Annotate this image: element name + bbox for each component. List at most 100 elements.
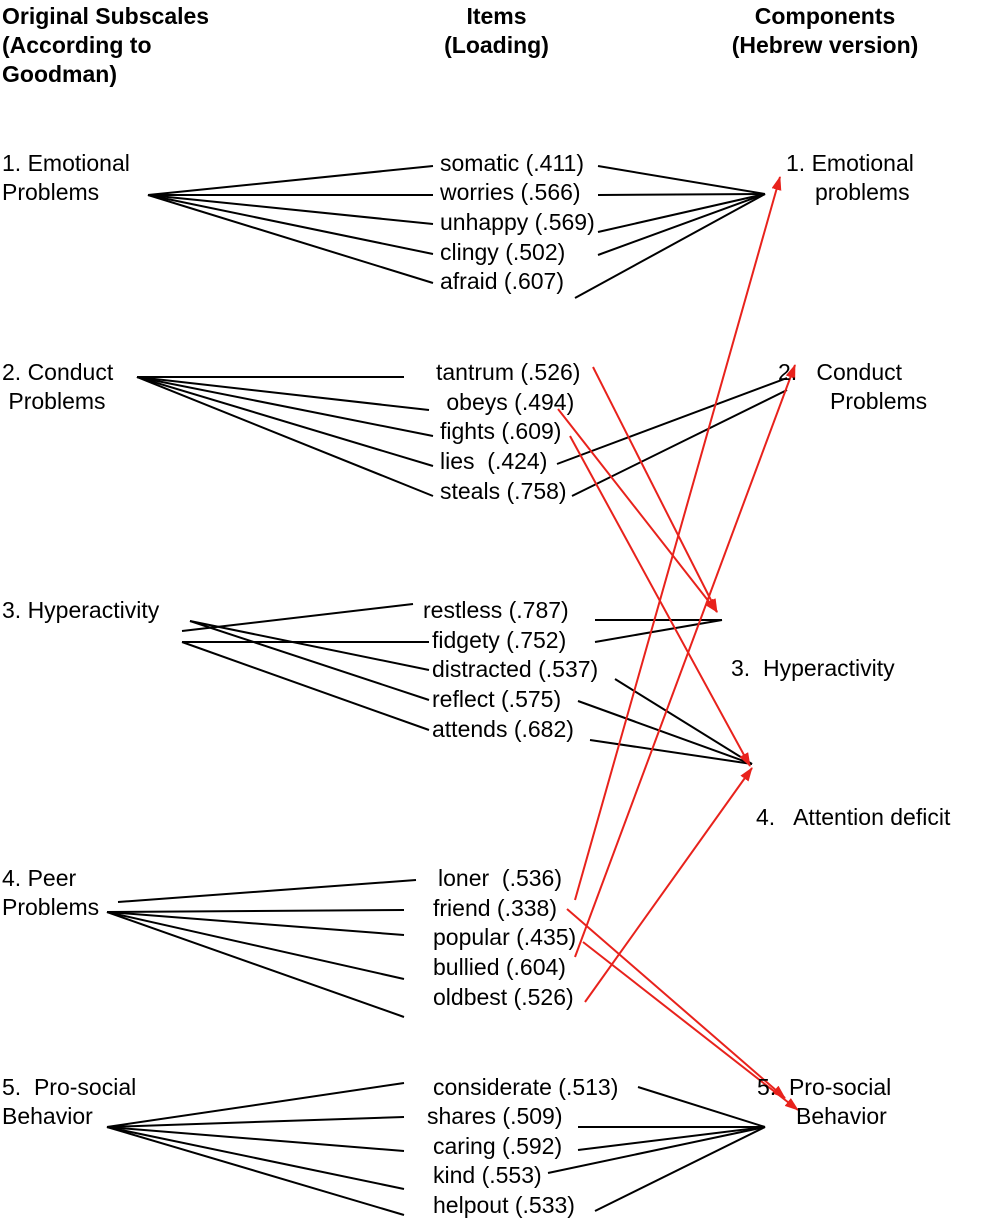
connector-line xyxy=(136,376,434,437)
component-label-line: 3. Hyperactivity xyxy=(731,655,895,681)
item-friend: friend (.338) xyxy=(433,895,558,921)
header-line: Items xyxy=(466,3,527,29)
connector-line xyxy=(614,678,753,765)
header-original-subscales: Original Subscales (According to Goodman… xyxy=(2,2,209,89)
item-loner: loner (.536) xyxy=(438,865,563,891)
cross-loading-arrow xyxy=(574,364,796,958)
header-line: Components xyxy=(754,3,896,29)
cross-loading-arrow xyxy=(574,176,782,901)
connector-line xyxy=(577,1126,766,1151)
subscale-prosocial-behavior: 5. Pro-social Behavior xyxy=(2,1073,136,1131)
item-considerate: considerate (.513) xyxy=(433,1074,619,1100)
cross-loading-arrow xyxy=(582,941,799,1111)
subscale-peer-problems: 4. Peer Problems xyxy=(2,864,99,922)
subscale-label-line: 2. Conduct xyxy=(2,359,114,385)
cross-loading-arrow xyxy=(557,408,718,613)
component-attention-deficit: 4. Attention deficit xyxy=(756,745,950,861)
connector-line xyxy=(594,619,723,643)
component-hyperactivity: 3. Hyperactivity xyxy=(731,596,895,712)
component-label-line: Problems xyxy=(830,388,928,414)
item-attends: attends (.682) xyxy=(432,716,574,742)
connector-line xyxy=(106,1116,405,1128)
connector-line xyxy=(597,193,766,233)
component-emotional-problems: 1. Emotional problems xyxy=(786,149,914,207)
item-restless: restless (.787) xyxy=(423,597,569,623)
item-fights: fights (.609) xyxy=(440,418,562,444)
subscale-label-line: Problems xyxy=(2,179,100,205)
connector-line xyxy=(594,1126,766,1212)
header-items: Items (Loading) xyxy=(434,2,559,60)
item-obeys: obeys (.494) xyxy=(440,389,575,415)
subscale-hyperactivity: 3. Hyperactivity xyxy=(2,596,159,625)
cross-loading-arrow xyxy=(584,767,753,1003)
item-lies: lies (.424) xyxy=(440,448,548,474)
connector-line xyxy=(571,389,788,497)
subscale-emotional-problems: 1. Emotional Problems xyxy=(2,149,130,207)
item-caring: caring (.592) xyxy=(433,1133,563,1159)
component-label-line: 4. Attention deficit xyxy=(756,804,951,830)
item-steals: steals (.758) xyxy=(440,478,567,504)
subscale-label-line: 3. Hyperactivity xyxy=(2,597,160,623)
connector-line xyxy=(147,165,434,196)
connector-line xyxy=(136,376,434,467)
subscale-label-line: 5. Pro-social xyxy=(2,1074,137,1100)
subscale-conduct-problems: 2. Conduct Problems xyxy=(2,358,113,416)
item-somatic: somatic (.411) xyxy=(440,150,585,176)
component-prosocial-behavior: 5. Pro-social Behavior xyxy=(757,1073,891,1131)
item-kind: kind (.553) xyxy=(433,1162,542,1188)
connector-line xyxy=(106,1126,405,1190)
connector-line xyxy=(556,377,788,465)
header-components: Components (Hebrew version) xyxy=(718,2,932,60)
header-line: Goodman) xyxy=(2,61,117,87)
header-line: (According to xyxy=(2,32,152,58)
item-fidgety: fidgety (.752) xyxy=(432,627,567,653)
connector-line xyxy=(136,376,430,411)
header-line: Original Subscales xyxy=(2,3,210,29)
component-label-line: Behavior xyxy=(796,1103,887,1129)
component-label-line: 2. Conduct xyxy=(778,359,903,385)
item-popular: popular (.435) xyxy=(433,924,577,950)
connector-line xyxy=(597,193,766,196)
connector-line xyxy=(189,620,430,671)
cross-loading-arrow xyxy=(566,908,786,1099)
item-helpout: helpout (.533) xyxy=(433,1192,575,1218)
connector-line xyxy=(637,1086,766,1128)
component-label-line: problems xyxy=(815,179,910,205)
item-distracted: distracted (.537) xyxy=(432,656,599,682)
item-unhappy: unhappy (.569) xyxy=(440,209,595,235)
connector-line xyxy=(117,879,417,903)
connector-line xyxy=(147,194,434,225)
item-clingy: clingy (.502) xyxy=(440,239,566,265)
item-bullied: bullied (.604) xyxy=(433,954,566,980)
connector-line xyxy=(547,1126,766,1174)
item-reflect: reflect (.575) xyxy=(432,686,562,712)
component-label-line: 1. Emotional xyxy=(786,150,914,176)
connector-line xyxy=(106,1126,405,1152)
subscale-label-line: Behavior xyxy=(2,1103,93,1129)
connector-line xyxy=(574,193,766,299)
subscale-label-line: 1. Emotional xyxy=(2,150,130,176)
item-worries: worries (.566) xyxy=(440,179,581,205)
header-line: (Hebrew version) xyxy=(731,32,919,58)
subscale-label-line: 4. Peer xyxy=(2,865,77,891)
subscale-label-line: Problems xyxy=(2,894,100,920)
connector-line xyxy=(189,620,430,701)
connector-line xyxy=(147,194,434,284)
connector-line xyxy=(106,1082,405,1128)
connector-line xyxy=(147,194,434,255)
connector-line xyxy=(589,739,753,765)
connector-line xyxy=(106,911,405,980)
component-label-line: 5. Pro-social xyxy=(757,1074,892,1100)
connector-line xyxy=(106,1126,405,1216)
connector-line xyxy=(106,911,405,936)
connector-line xyxy=(597,193,766,256)
header-line: (Loading) xyxy=(444,32,549,58)
connector-line xyxy=(136,376,434,497)
item-shares: shares (.509) xyxy=(427,1103,563,1129)
connector-line xyxy=(577,700,753,765)
connector-line xyxy=(106,911,405,1018)
subscale-label-line: Problems xyxy=(2,388,106,414)
connector-line xyxy=(106,909,405,913)
red-cross-loading-arrows xyxy=(557,176,799,1111)
